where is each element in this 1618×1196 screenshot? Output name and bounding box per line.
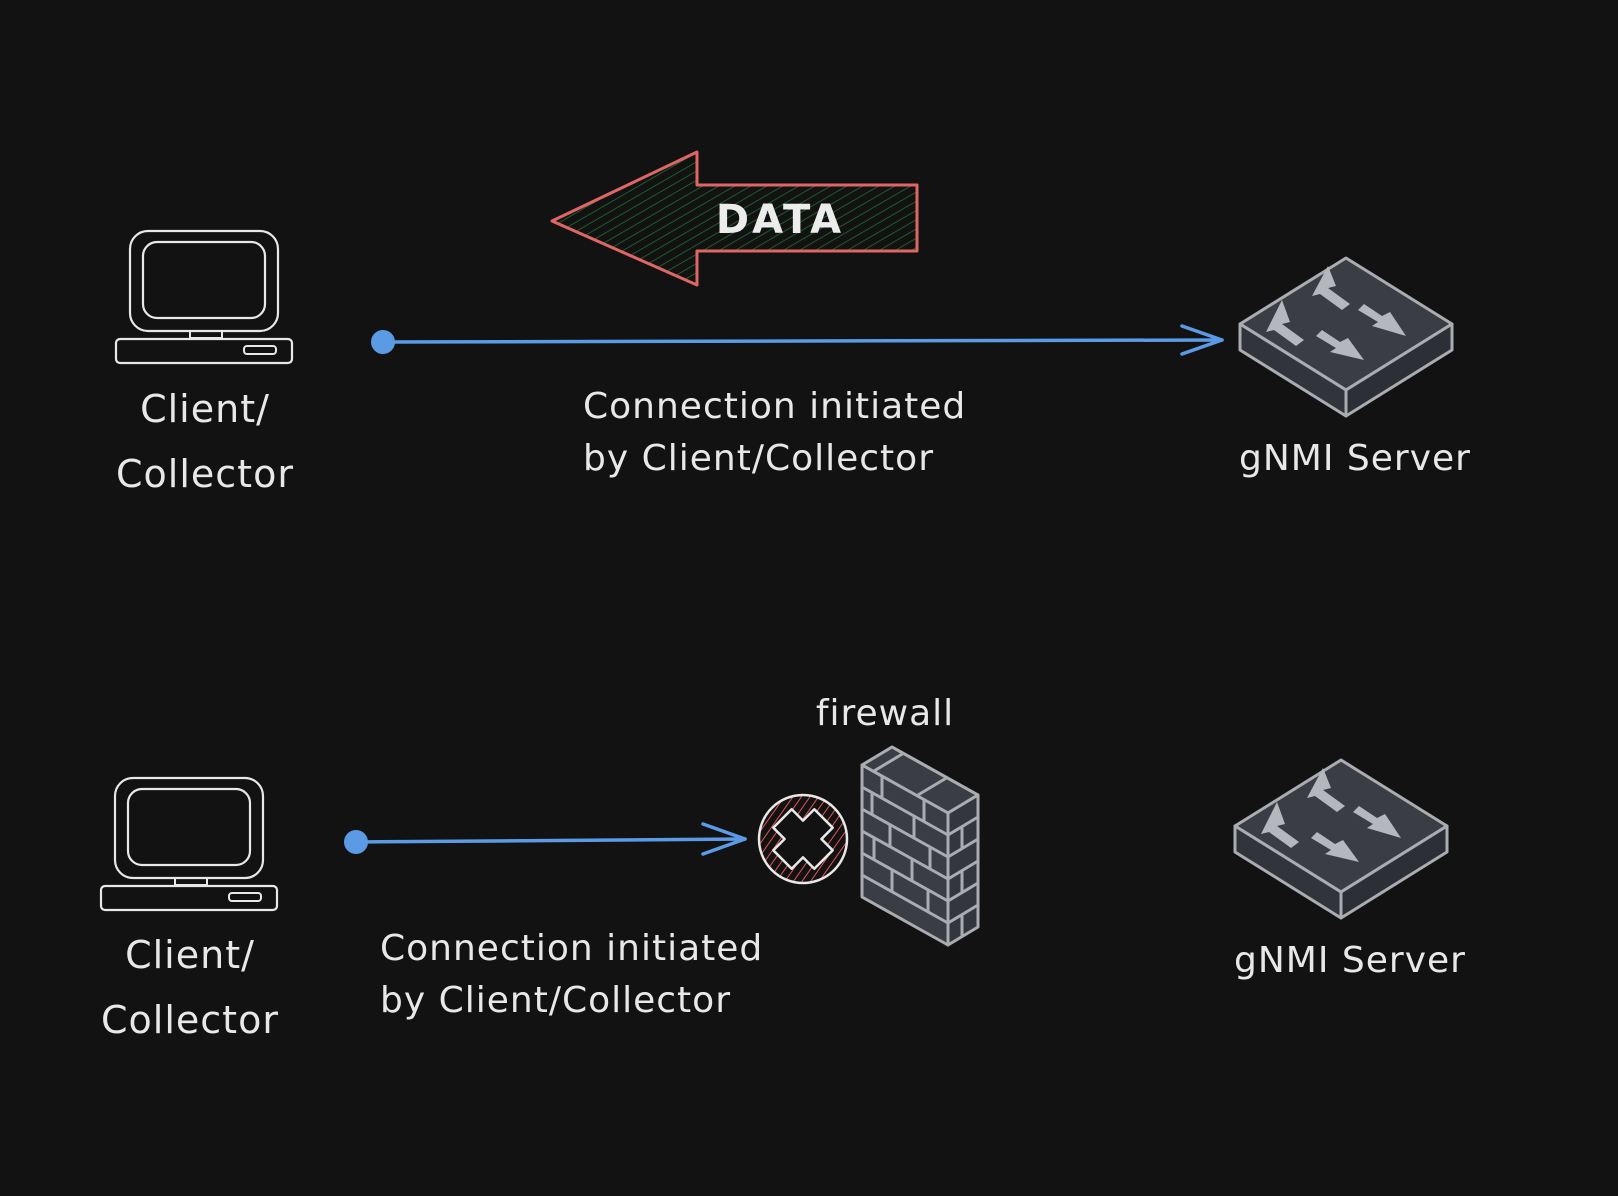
connection-label-line2: by Client/Collector [380, 980, 731, 1021]
network-switch-icon [1233, 758, 1449, 920]
top-scenario: Client/ Collector DATA Connection initia… [114, 150, 1471, 496]
connection-label-line2: by Client/Collector [583, 438, 934, 479]
network-switch-icon [1238, 256, 1454, 418]
brick-wall-icon [860, 745, 980, 947]
client-computer-icon [99, 776, 279, 912]
data-arrow-label: DATA [716, 197, 844, 243]
client-label-line1: Client/ [140, 387, 270, 431]
server-label: gNMI Server [1234, 940, 1466, 981]
firewall-label: firewall [816, 693, 954, 734]
connection-arrowhead [701, 822, 747, 856]
server-label: gNMI Server [1239, 438, 1471, 479]
client-label-line2: Collector [116, 452, 294, 496]
connection-arrowhead [1180, 324, 1224, 356]
connection-arrow [344, 822, 747, 856]
client-computer-icon [114, 229, 294, 365]
x-circle-icon [757, 793, 849, 885]
connection-label-line1: Connection initiated [583, 386, 966, 427]
data-flow-arrow: DATA [550, 150, 919, 287]
bottom-scenario: Client/ Collector Connection initiated b… [99, 693, 1466, 1042]
client-label-line2: Collector [101, 998, 279, 1042]
client-label-line1: Client/ [125, 933, 255, 977]
connection-label-line1: Connection initiated [380, 928, 763, 969]
connection-arrow [371, 324, 1224, 356]
